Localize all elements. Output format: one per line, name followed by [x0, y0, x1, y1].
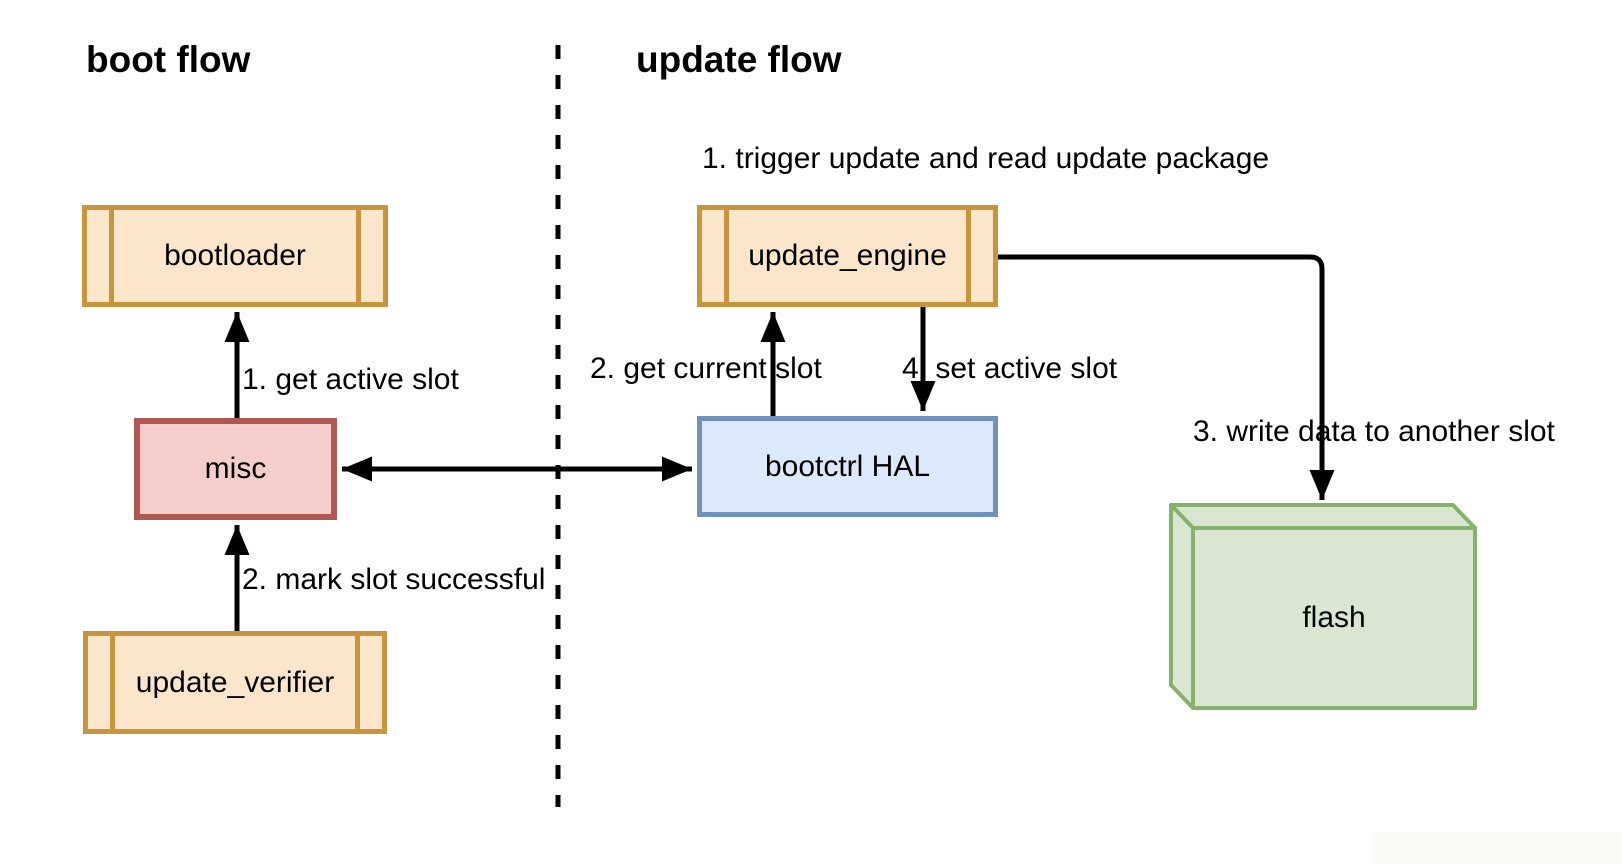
edge-label-get-active-slot: 1. get active slot	[242, 363, 459, 396]
update-engine-node: update_engine	[697, 205, 998, 307]
flash-node-shape	[1169, 503, 1477, 710]
update-verifier-node: update_verifier	[83, 631, 387, 734]
edge-label-trigger-update: 1. trigger update and read update packag…	[702, 142, 1270, 175]
update-verifier-label: update_verifier	[135, 665, 335, 699]
watermark-area	[1371, 832, 1622, 864]
process-bar-left	[109, 210, 114, 302]
update-flow-title: update flow	[636, 39, 842, 80]
update-engine-label: update_engine	[748, 239, 947, 272]
edge-label-get-current-slot: 2. get current slot	[590, 352, 822, 385]
edge-label-write-data: 3. write data to another slot	[1193, 415, 1555, 448]
flash-front-face	[1191, 526, 1477, 710]
arrow-engine-to-flash	[998, 254, 1335, 500]
edge-label-mark-slot-successful: 2. mark slot successful	[242, 563, 546, 596]
misc-node: misc	[134, 418, 337, 520]
process-bar-right	[966, 210, 971, 302]
flash-side-face	[1169, 503, 1195, 710]
flash-label: flash	[1302, 601, 1366, 634]
bootloader-node: bootloader	[82, 205, 388, 307]
flash-node-label: flash	[1193, 528, 1475, 708]
bootloader-label: bootloader	[164, 239, 306, 272]
process-bar-left	[110, 636, 115, 729]
process-bar-right	[356, 210, 361, 302]
process-bar-right	[355, 636, 360, 729]
bootctrl-hal-label: bootctrl HAL	[764, 449, 931, 483]
process-bar-left	[724, 210, 729, 302]
misc-label: misc	[204, 452, 267, 485]
edge-label-set-active-slot: 4. set active slot	[902, 352, 1118, 385]
boot-flow-title: boot flow	[86, 39, 251, 80]
flash-top-face	[1169, 503, 1477, 530]
bootctrl-hal-node: bootctrl HAL	[697, 416, 998, 517]
